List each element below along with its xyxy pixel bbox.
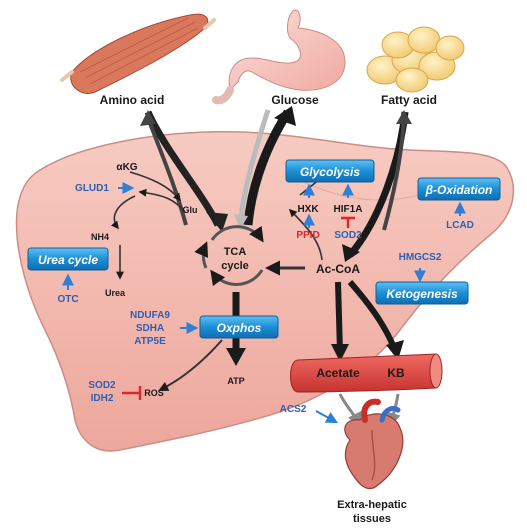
urea-cycle-box <box>27 247 109 271</box>
tca-label-line2: cycle <box>221 260 249 272</box>
kb-label: KB <box>387 366 405 380</box>
hxk-label: HXK <box>297 204 319 215</box>
tca-cycle <box>194 225 264 287</box>
hif1a-inhibit-bar <box>341 216 355 228</box>
urea-cycle-label: Urea cycle <box>38 253 98 267</box>
stomach-icon <box>212 9 346 105</box>
acetate-label: Acetate <box>316 366 360 380</box>
accoa-to-kb-arrow <box>347 280 398 352</box>
glud1-label: GLUD1 <box>75 183 109 194</box>
tca-label-line1: TCA <box>224 246 247 258</box>
accoa-label: Ac-CoA <box>316 262 360 276</box>
akg-label: αKG <box>116 162 137 173</box>
beta-oxidation-label: β-Oxidation <box>425 183 493 197</box>
heart-label-line1: Extra-hepatic <box>337 499 407 511</box>
hif1a-label: HIF1A <box>334 204 363 215</box>
fat-cells-icon <box>366 26 465 93</box>
ketogenesis-box <box>375 281 469 305</box>
ketogenesis-label: Ketogenesis <box>386 287 458 301</box>
heart-label-line2: tissues <box>353 513 391 525</box>
atp-label: ATP <box>227 376 244 386</box>
tca-to-amino-arrow <box>146 117 188 226</box>
ros-label: ROS <box>144 388 164 398</box>
glycolysis-box <box>285 159 375 183</box>
acs2-label: ACS2 <box>280 404 307 415</box>
sod2-hif-label: SOD2 <box>334 230 362 241</box>
fatty-acid-label: Fatty acid <box>381 93 437 107</box>
ros-inhibit-bar <box>122 386 142 400</box>
oxphos-label: Oxphos <box>217 321 262 335</box>
ndufa9-label: NDUFA9 <box>130 310 170 321</box>
atp5e-label: ATP5E <box>134 336 166 347</box>
tca-to-glucose-arrow <box>243 109 292 226</box>
urea-label: Urea <box>105 288 126 298</box>
accoa-to-acetate-arrow <box>335 281 343 353</box>
beta-oxidation-box <box>417 177 501 201</box>
otc-label: OTC <box>57 294 78 305</box>
oxphos-box <box>199 315 279 339</box>
glu-label: Glu <box>183 205 198 215</box>
sdha-label: SDHA <box>136 323 164 334</box>
blood-vessel <box>290 353 437 393</box>
sod2-ros-label: SOD2 <box>88 380 116 391</box>
glucose-label: Glucose <box>271 93 319 107</box>
ppid-label: PPID <box>296 230 319 241</box>
idh2-label: IDH2 <box>91 393 114 404</box>
hmgcs2-label: HMGCS2 <box>399 252 442 263</box>
amino-acid-label: Amino acid <box>100 93 165 107</box>
nh4-label: NH4 <box>91 232 109 242</box>
heart-icon <box>344 398 404 490</box>
muscle-icon <box>60 13 216 94</box>
lcad-label: LCAD <box>446 220 474 231</box>
glycolysis-label: Glycolysis <box>300 165 360 179</box>
